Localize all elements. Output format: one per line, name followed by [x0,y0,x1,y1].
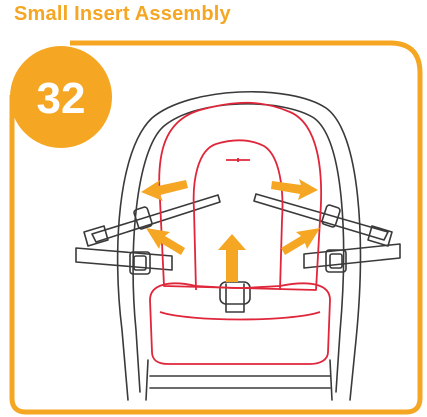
arrow-lower-right-icon [281,228,320,255]
arrow-up-icon [218,234,246,282]
page-title: Small Insert Assembly [14,3,231,25]
step-badge: 32 [10,46,112,148]
step-number: 32 [36,74,86,123]
arrow-upper-left-icon [141,180,188,201]
arrow-upper-right-icon [271,179,318,200]
arrow-lower-left-icon [146,228,185,255]
high-chair-frame [75,90,401,401]
